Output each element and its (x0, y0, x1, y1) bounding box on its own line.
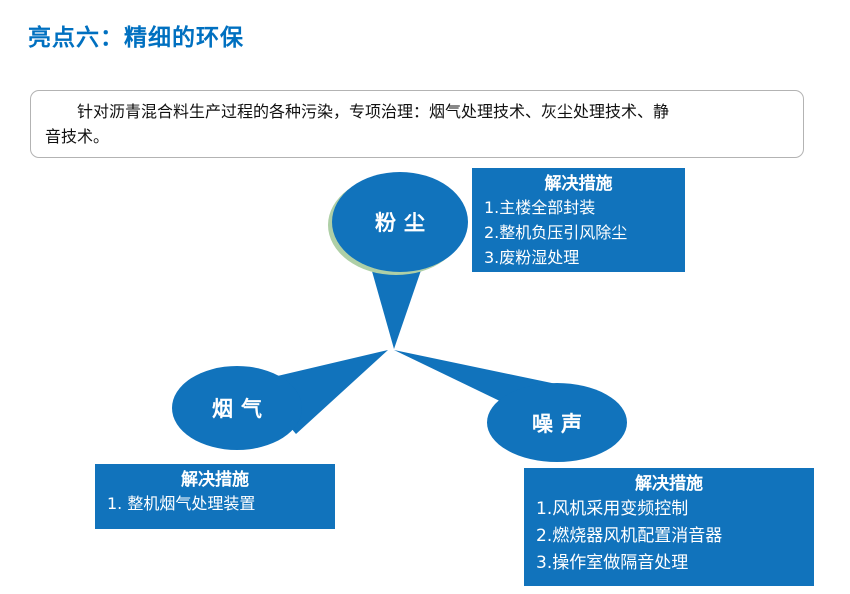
dust-connector-beam (366, 250, 428, 349)
node-dust-label: 粉尘 (375, 211, 433, 235)
node-fume-label: 烟气 (212, 397, 270, 421)
solution-item: 2.燃烧器风机配置消音器 (536, 526, 723, 547)
solution-item: 1.风机采用变频控制 (536, 498, 689, 519)
solution-box-noise: 解决措施 1.风机采用变频控制 2.燃烧器风机配置消音器 3.操作室做隔音处理 (524, 468, 814, 586)
solution-item: 3.操作室做隔音处理 (536, 553, 689, 574)
page-title: 亮点六：精细的环保 (28, 25, 244, 51)
solution-item: 1.主楼全部封装 (484, 197, 596, 217)
solution-box-fume: 解决措施 1. 整机烟气处理装置 (95, 464, 335, 529)
solution-title-fume: 解决措施 (181, 470, 249, 490)
solution-title-dust: 解决措施 (544, 174, 613, 194)
node-fume: 烟气 (172, 366, 302, 450)
node-noise: 噪声 (487, 383, 627, 462)
node-noise-label: 噪声 (532, 411, 590, 436)
solution-item: 2.整机负压引风除尘 (484, 222, 628, 242)
solution-item: 3.废粉湿处理 (484, 247, 580, 267)
solution-box-dust: 解决措施 1.主楼全部封装 2.整机负压引风除尘 3.废粉湿处理 (472, 168, 685, 272)
intro-box: 针对沥青混合料生产过程的各种污染，专项治理：烟气处理技术、灰尘处理技术、静 音技… (30, 90, 804, 158)
node-dust: 粉尘 (332, 172, 468, 272)
intro-text: 针对沥青混合料生产过程的各种污染，专项治理：烟气处理技术、灰尘处理技术、静 音技… (45, 102, 670, 146)
solution-title-noise: 解决措施 (635, 474, 703, 494)
solution-item: 1. 整机烟气处理装置 (107, 493, 256, 513)
